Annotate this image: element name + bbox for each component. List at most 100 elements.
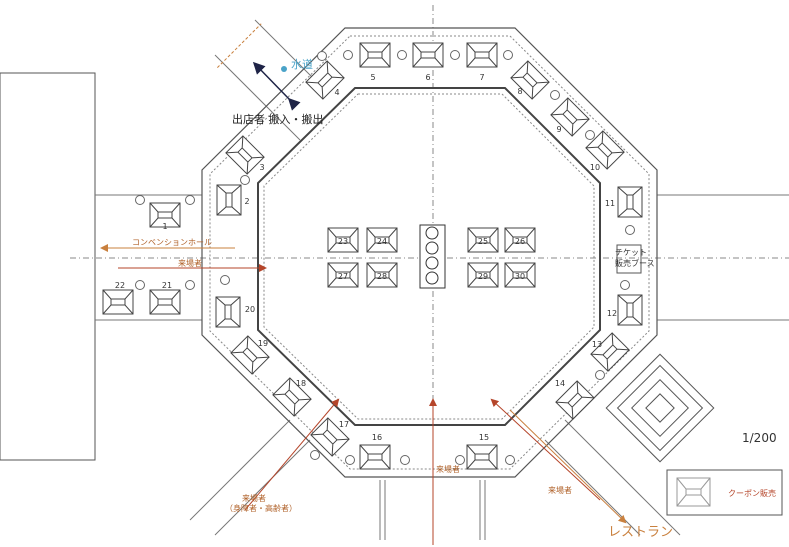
booth-17 — [310, 417, 350, 457]
water-icon — [281, 66, 287, 72]
visitors-southeast-label: 来場者 — [548, 485, 572, 495]
outer-octagon — [201, 27, 658, 478]
pillar-circle — [505, 455, 515, 465]
booth-number: 7 — [479, 73, 484, 82]
booth-number: 21 — [162, 281, 172, 290]
convention-hall-building — [0, 72, 96, 461]
booth-5 — [359, 42, 391, 68]
booth-23 — [327, 227, 359, 253]
booth-number: 1 — [162, 222, 167, 231]
booth-number: 14 — [555, 379, 565, 388]
booth-2 — [216, 184, 242, 216]
booth-number: 26 — [515, 237, 525, 246]
loading-arrow — [252, 61, 301, 111]
booth-16 — [359, 444, 391, 470]
booth-number: 12 — [607, 309, 617, 318]
booth-number: 16 — [372, 433, 382, 442]
booth-22 — [102, 289, 134, 315]
booth-number: 20 — [245, 305, 255, 314]
vendor-loading-label: 出店者 搬入・搬出 — [232, 112, 324, 126]
convention-hall-label: コンベンションホール — [132, 238, 212, 247]
pillar-circle — [503, 50, 513, 60]
booth-number: 17 — [339, 420, 349, 429]
booth-number: 9 — [556, 125, 561, 134]
booth-number: 22 — [115, 281, 125, 290]
booth-9 — [550, 97, 590, 137]
booth-4 — [305, 60, 345, 100]
pillar-circle — [625, 225, 635, 235]
pillar-circle — [135, 195, 145, 205]
pillar-circle — [220, 275, 230, 285]
arrow-to-restaurant — [509, 409, 627, 524]
ticket-booth-label-1: チケット — [615, 248, 647, 257]
arrow-visitors-accessible — [244, 398, 340, 511]
pillar-circle — [595, 370, 605, 380]
pillar-circle — [620, 280, 630, 290]
booth-number: 5 — [370, 73, 375, 82]
booth-12 — [617, 294, 643, 326]
loading-boundary — [217, 23, 262, 68]
ticket-booth-label-2: 販売ブース — [615, 258, 655, 268]
booth-14 — [555, 380, 595, 420]
booth-21 — [149, 289, 181, 315]
legend-label: クーポン販売 — [728, 488, 776, 498]
pillar-circle — [317, 51, 327, 61]
booth-6 — [412, 42, 444, 68]
legend-booth-icon — [676, 477, 711, 507]
booth-number: 15 — [479, 433, 489, 442]
pillar-circle — [550, 90, 560, 100]
booth-number: 2 — [244, 197, 249, 206]
pillar-circle — [310, 450, 320, 460]
scale-label: 1/200 — [742, 431, 777, 445]
inner-rail — [263, 93, 595, 420]
booth-27 — [327, 262, 359, 288]
pillar-circle — [450, 50, 460, 60]
booth-7 — [466, 42, 498, 68]
stair-tower — [605, 353, 715, 463]
booth-number: 23 — [338, 237, 348, 246]
pillar-circle — [185, 280, 195, 290]
booth-number: 25 — [478, 237, 488, 246]
booth-26 — [504, 227, 536, 253]
inner-octagon — [257, 87, 601, 426]
booth-number: 19 — [258, 339, 268, 348]
visitors-accessible-sub-label: （身障者・高齢者） — [225, 503, 297, 513]
booth-number: 8 — [517, 87, 522, 96]
booth-20 — [215, 296, 241, 328]
booth-19 — [230, 335, 270, 375]
pillar-circle — [185, 195, 195, 205]
pillar-circle — [135, 280, 145, 290]
booth-18 — [272, 377, 312, 417]
arrow-visitors-southeast — [490, 398, 601, 501]
booth-number: 30 — [515, 272, 525, 281]
booth-number: 6 — [425, 73, 430, 82]
booth-number: 29 — [478, 272, 488, 281]
outer-rail — [209, 35, 650, 470]
booth-13 — [590, 332, 630, 372]
booth-number: 13 — [592, 340, 602, 349]
booth-11 — [617, 186, 643, 218]
pillar-circle — [400, 455, 410, 465]
booth-1 — [149, 202, 181, 228]
booth-28 — [366, 262, 398, 288]
booth-8 — [510, 60, 550, 100]
booth-number: 28 — [377, 272, 387, 281]
booth-number: 11 — [605, 199, 615, 208]
pillar-circle — [343, 50, 353, 60]
booth-29 — [467, 262, 499, 288]
pillar-circle — [585, 130, 595, 140]
booth-number: 18 — [296, 379, 306, 388]
pillar-circle — [455, 455, 465, 465]
booth-25 — [467, 227, 499, 253]
pillar-circle — [397, 50, 407, 60]
ticket-booth — [616, 244, 642, 274]
visitors-accessible-label: 来場者 — [242, 493, 266, 503]
booth-10 — [585, 130, 625, 170]
visitors-west-label: 来場者 — [178, 258, 202, 268]
booth-number: 24 — [377, 237, 387, 246]
center-pillar-circles — [425, 226, 439, 285]
booth-number: 3 — [259, 163, 264, 172]
booth-30 — [504, 262, 536, 288]
pillar-circle — [345, 455, 355, 465]
